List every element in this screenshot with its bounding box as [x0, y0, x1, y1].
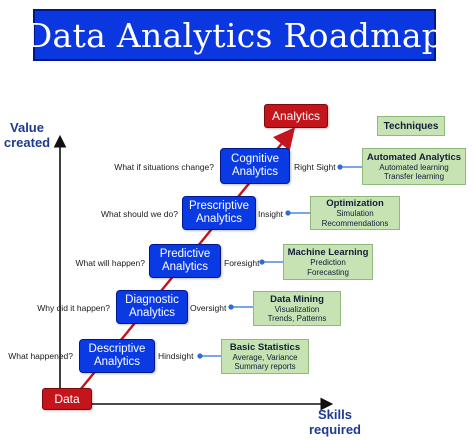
technique-sub: Trends, Patterns [267, 314, 327, 323]
stage-diagnostic: Diagnostic Analytics [116, 290, 188, 324]
technique-sub: Average, Variance [232, 352, 298, 362]
stage-prescriptive-line1: Prescriptive [188, 200, 250, 212]
technique-title: Machine Learning [287, 247, 369, 258]
stage-diagnostic-line1: Diagnostic [125, 294, 179, 306]
technique-sub: Transfer learning [383, 172, 445, 181]
stage-descriptive-line2: Analytics [93, 356, 141, 368]
stage-cognitive: Cognitive Analytics [220, 148, 290, 184]
insight-prescriptive: Insight [258, 209, 284, 219]
technique-sub: Automated learning [379, 162, 449, 172]
x-axis-label-line2: required [308, 422, 361, 437]
techniques-header: Techniques [377, 116, 445, 136]
stage-cognitive-line1: Cognitive [231, 153, 279, 165]
stage-diagnostic-line2: Analytics [128, 307, 176, 319]
technique-sub: Prediction [310, 258, 346, 267]
insight-diagnostic: Oversight [190, 303, 227, 313]
stage-predictive-line1: Predictive [159, 248, 211, 260]
y-axis-label-line1: Value [10, 120, 44, 135]
technique-sub: Recommendations [321, 218, 389, 228]
technique-automated-analytics: Automated Analytics Automated learning T… [362, 148, 466, 185]
analytics-end-box: Analytics [264, 104, 328, 128]
technique-title: Automated Analytics [366, 151, 462, 163]
stage-predictive: Predictive Analytics [149, 244, 221, 278]
stage-descriptive: Descriptive Analytics [79, 339, 155, 373]
page-title: Data Analytics Roadmap [25, 15, 444, 55]
insight-cognitive: Right Sight [294, 162, 336, 172]
technique-machine-learning: Machine Learning Prediction Forecasting [283, 244, 373, 280]
technique-title: Basic Statistics [229, 341, 301, 353]
stage-descriptive-line1: Descriptive [88, 343, 146, 355]
x-axis-label: Skills required [305, 407, 365, 437]
stage-prescriptive: Prescriptive Analytics [182, 196, 256, 230]
technique-optimization: Optimization Simulation Recommendations [310, 196, 400, 230]
title-banner: Data Analytics Roadmap [26, 9, 443, 61]
question-diagnostic: Why did it happen? [37, 303, 110, 313]
stage-prescriptive-line2: Analytics [195, 213, 243, 225]
technique-basic-statistics: Basic Statistics Average, Variance Summa… [221, 339, 309, 374]
y-axis-label-line2: created [3, 135, 51, 150]
technique-sub: Forecasting [307, 267, 349, 277]
insight-connectors [197, 164, 362, 359]
x-axis-label-line1: Skills [318, 407, 352, 422]
stage-cognitive-line2: Analytics [231, 166, 279, 178]
technique-sub: Visualization [274, 304, 320, 314]
technique-data-mining: Data Mining Visualization Trends, Patter… [253, 291, 341, 326]
stage-predictive-line2: Analytics [161, 261, 209, 273]
question-cognitive: What if situations change? [114, 162, 214, 172]
technique-sub: Simulation [336, 209, 374, 218]
question-predictive: What will happen? [75, 258, 145, 268]
question-prescriptive: What should we do? [100, 209, 178, 219]
technique-title: Data Mining [270, 293, 324, 305]
question-descriptive: What happened? [8, 351, 73, 361]
insight-predictive: Foresight [224, 258, 260, 268]
data-start-box: Data [42, 388, 92, 410]
y-axis-label: Value created [2, 120, 52, 150]
insight-descriptive: Hindsight [158, 351, 194, 361]
technique-sub: Summary reports [234, 362, 296, 371]
technique-title: Optimization [326, 198, 384, 209]
